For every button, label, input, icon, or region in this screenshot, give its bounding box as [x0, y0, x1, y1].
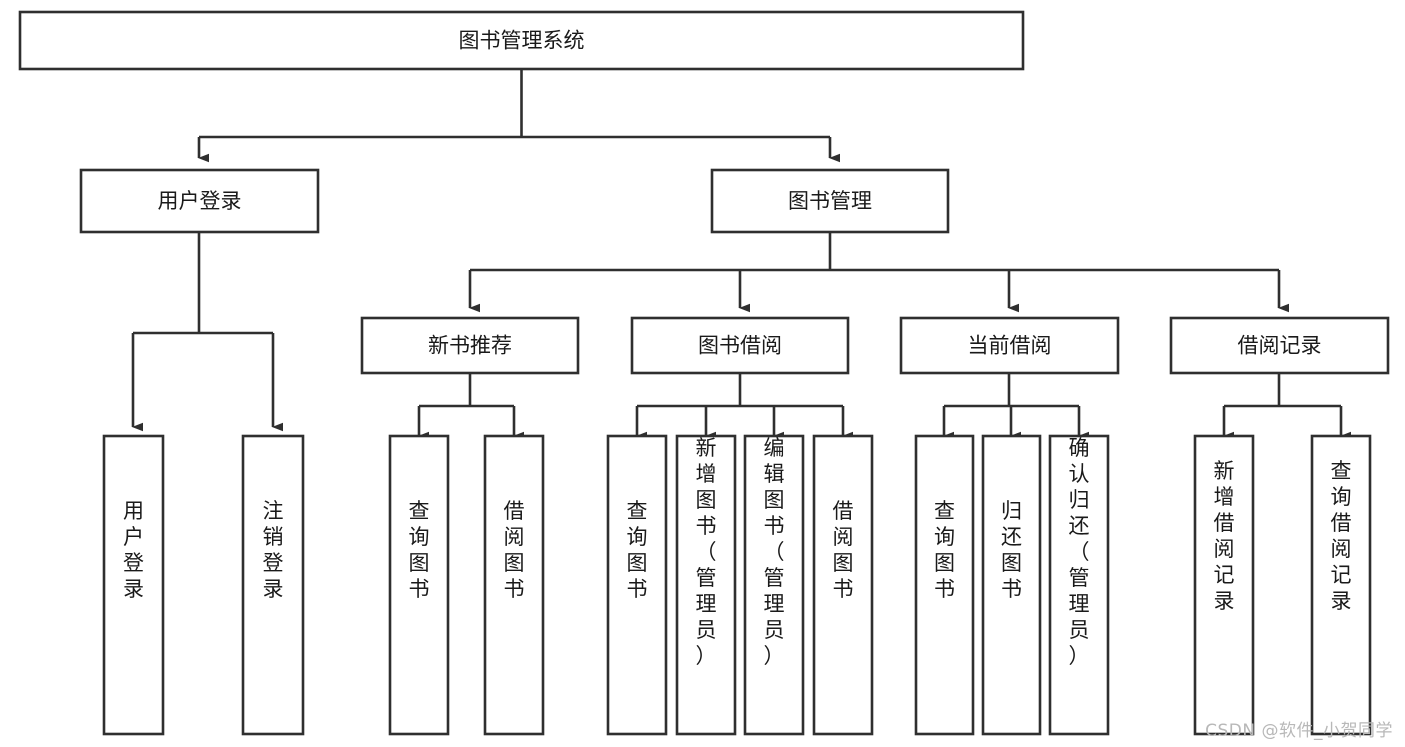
node-borrow-record-label: 借阅记录 — [1238, 334, 1322, 358]
node-leaf-return-book[interactable]: 归还图书 — [981, 434, 1042, 736]
node-book-borrow-box[interactable] — [630, 316, 850, 375]
node-leaf-borrow-book-2-box[interactable] — [812, 434, 874, 736]
node-leaf-borrow-book-1-box[interactable] — [483, 434, 545, 736]
node-user-login-label: 用户登录 — [158, 189, 242, 213]
node-leaf-query-book-2[interactable]: 查询图书 — [606, 434, 668, 736]
node-leaf-add-book[interactable]: 新增图书（管理员） — [675, 434, 737, 736]
node-book-manage-label: 图书管理 — [788, 189, 872, 213]
node-root-label: 图书管理系统 — [459, 29, 585, 53]
node-book-borrow-label: 图书借阅 — [698, 334, 782, 358]
node-book-manage[interactable]: 图书管理 — [710, 168, 950, 234]
node-leaf-query-book-1[interactable]: 查询图书 — [388, 434, 450, 736]
node-leaf-query-record-box[interactable] — [1310, 434, 1372, 736]
node-leaf-add-record-box[interactable] — [1193, 434, 1255, 736]
node-root-box[interactable] — [18, 10, 1025, 71]
node-leaf-add-record[interactable]: 新增借阅记录 — [1193, 434, 1255, 736]
node-leaf-borrow-book-2-label: 借阅图书 — [833, 499, 854, 601]
node-leaf-borrow-book-1-label: 借阅图书 — [504, 499, 525, 601]
node-leaf-edit-book[interactable]: 编辑图书（管理员） — [743, 434, 805, 736]
node-leaf-query-book-2-box[interactable] — [606, 434, 668, 736]
node-book-manage-box[interactable] — [710, 168, 950, 234]
node-user-login-box[interactable] — [79, 168, 320, 234]
node-leaf-user-login[interactable]: 用户登录 — [102, 434, 165, 736]
node-leaf-confirm-return-label: 确认归还（管理员） — [1069, 436, 1090, 668]
node-leaf-confirm-return[interactable]: 确认归还（管理员） — [1048, 434, 1110, 736]
node-new-book-recommend[interactable]: 新书推荐 — [360, 316, 580, 375]
node-leaf-query-book-3-label: 查询图书 — [934, 499, 955, 601]
node-leaf-add-book-box[interactable] — [675, 434, 737, 736]
node-leaf-query-record-label: 查询借阅记录 — [1331, 459, 1352, 613]
node-borrow-record[interactable]: 借阅记录 — [1169, 316, 1390, 375]
node-leaf-user-login-box[interactable] — [102, 434, 165, 736]
node-user-login[interactable]: 用户登录 — [79, 168, 320, 234]
watermark-csdn: CSDN @软件_小贺同学 — [1205, 721, 1393, 741]
node-new-book-recommend-box[interactable] — [360, 316, 580, 375]
node-leaf-query-book-2-label: 查询图书 — [627, 499, 648, 601]
nodes-layer: 图书管理系统 用户登录 图书管理 新书推荐 图书借阅 当前借阅 借阅记录 — [18, 10, 1390, 736]
node-leaf-borrow-book-2[interactable]: 借阅图书 — [812, 434, 874, 736]
node-leaf-query-book-3[interactable]: 查询图书 — [914, 434, 975, 736]
node-leaf-query-book-1-label: 查询图书 — [409, 499, 430, 601]
node-leaf-logout-login-box[interactable] — [241, 434, 305, 736]
node-current-borrow-box[interactable] — [899, 316, 1120, 375]
node-root[interactable]: 图书管理系统 — [18, 10, 1025, 71]
node-borrow-record-box[interactable] — [1169, 316, 1390, 375]
node-leaf-return-book-box[interactable] — [981, 434, 1042, 736]
node-current-borrow-label: 当前借阅 — [968, 334, 1052, 358]
edges-layer — [131, 69, 1351, 441]
node-leaf-confirm-return-box[interactable] — [1048, 434, 1110, 736]
node-leaf-edit-book-label: 编辑图书（管理员） — [764, 436, 785, 668]
node-leaf-query-record[interactable]: 查询借阅记录 — [1310, 434, 1372, 736]
node-book-borrow[interactable]: 图书借阅 — [630, 316, 850, 375]
node-new-book-recommend-label: 新书推荐 — [428, 334, 512, 358]
node-leaf-add-book-label: 新增图书（管理员） — [696, 436, 717, 668]
node-leaf-user-login-label: 用户登录 — [123, 499, 144, 601]
node-leaf-edit-book-box[interactable] — [743, 434, 805, 736]
node-leaf-logout-login-label: 注销登录 — [263, 499, 284, 601]
node-leaf-logout-login[interactable]: 注销登录 — [241, 434, 305, 736]
node-leaf-add-record-label: 新增借阅记录 — [1214, 459, 1235, 613]
node-leaf-query-book-1-box[interactable] — [388, 434, 450, 736]
node-leaf-borrow-book-1[interactable]: 借阅图书 — [483, 434, 545, 736]
node-current-borrow[interactable]: 当前借阅 — [899, 316, 1120, 375]
node-leaf-query-book-3-box[interactable] — [914, 434, 975, 736]
node-leaf-return-book-label: 归还图书 — [1001, 499, 1022, 601]
